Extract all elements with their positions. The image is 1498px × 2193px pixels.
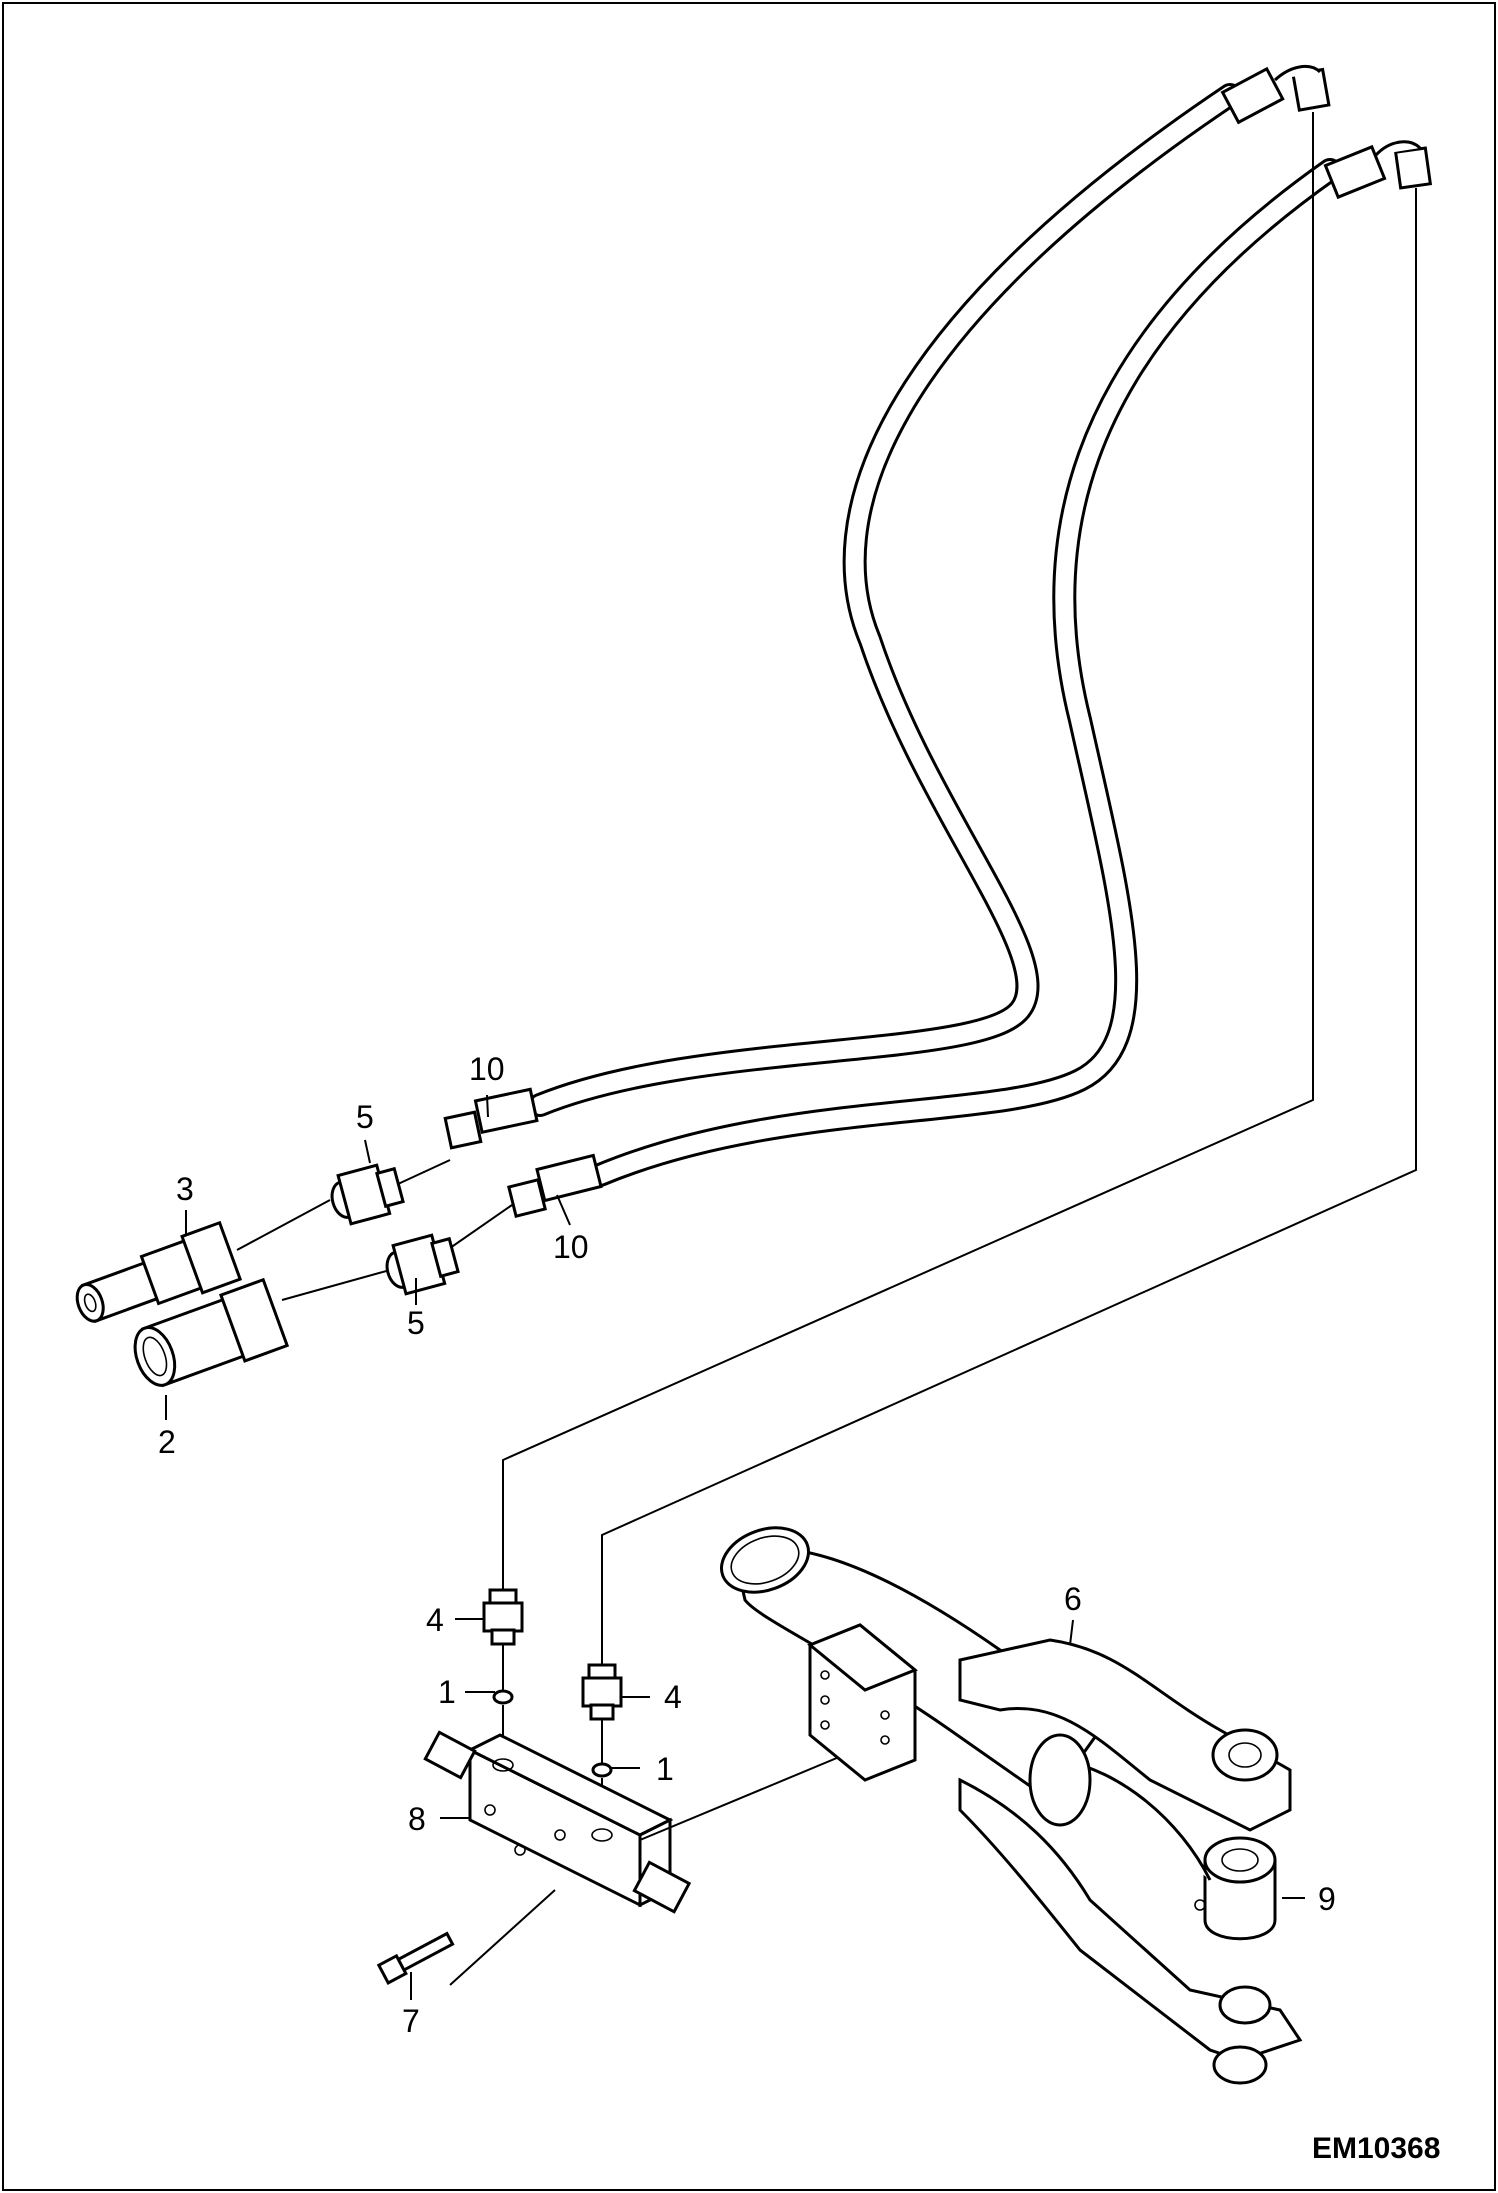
- hydraulic-hose-upper: [443, 64, 1331, 1150]
- swing-arm: [958, 1638, 1303, 2085]
- callout-4-left: 4: [426, 1602, 444, 1638]
- callout-9: 9: [1318, 1881, 1336, 1917]
- drawing-code: EM10368: [1312, 2132, 1440, 2165]
- mounting-block: [807, 1623, 918, 1782]
- o-ring-right: [591, 1762, 613, 1778]
- hose-end-fitting: [1220, 66, 1285, 125]
- pivot-bushing: [1028, 1733, 1277, 1941]
- cap-screw: [376, 1931, 455, 1985]
- o-ring-left: [492, 1689, 514, 1705]
- hose-end-fitting: [1323, 144, 1387, 200]
- hydraulic-hose-lower: [506, 140, 1433, 1219]
- routing-line-upper: [502, 112, 1314, 1600]
- straight-fitting-left: [482, 1588, 524, 1646]
- callout-4-right: 4: [664, 1679, 682, 1715]
- callout-5-upper: 5: [356, 1099, 374, 1135]
- callout-3: 3: [176, 1171, 194, 1207]
- callout-10-upper: 10: [469, 1051, 505, 1087]
- callout-6: 6: [1064, 1581, 1082, 1617]
- callout-5-lower: 5: [407, 1305, 425, 1341]
- adapter-fitting-upper: [330, 1163, 405, 1226]
- hose-nut: [506, 1177, 548, 1219]
- quick-coupler-female: [133, 1277, 290, 1388]
- callout-8: 8: [408, 1801, 426, 1837]
- adapter-fitting-lower: [385, 1233, 460, 1296]
- hose-nut: [443, 1110, 483, 1150]
- hose-elbow-nut: [1393, 146, 1433, 190]
- straight-fitting-right: [581, 1663, 623, 1721]
- callout-1-lower: 1: [656, 1751, 674, 1787]
- callout-1-upper: 1: [438, 1674, 456, 1710]
- hose-ferrule: [473, 1087, 539, 1135]
- hose-ferrule: [535, 1153, 603, 1203]
- quick-coupler-male: [75, 1220, 243, 1323]
- callout-2: 2: [158, 1424, 176, 1460]
- callout-10-lower: 10: [553, 1229, 589, 1265]
- callout-7: 7: [402, 2003, 420, 2039]
- routing-line-lower: [601, 188, 1417, 1675]
- valve-block: [423, 1730, 692, 1914]
